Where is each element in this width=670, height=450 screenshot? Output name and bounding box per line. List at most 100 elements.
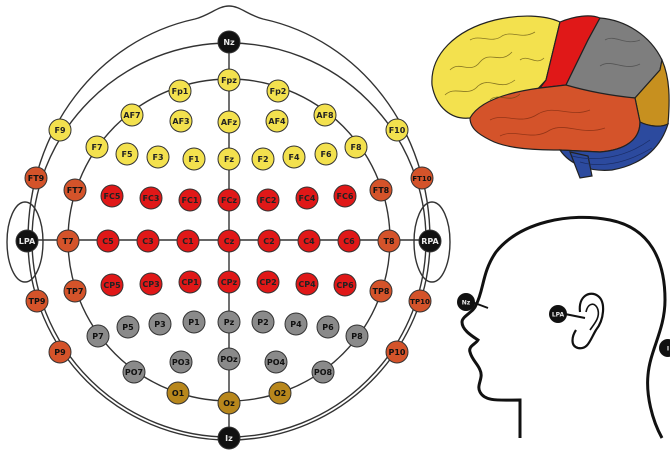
electrode-label: Fpz <box>221 76 237 85</box>
electrode-marker <box>169 109 193 133</box>
electrode-marker <box>24 166 48 190</box>
electrode-marker <box>284 312 308 336</box>
electrode-marker <box>100 184 124 208</box>
electrode-label: C4 <box>303 237 315 246</box>
electrode-label: C1 <box>182 237 194 246</box>
parietal-sulci <box>599 37 641 67</box>
electrode-marker <box>48 118 72 142</box>
electrode-label: Fz <box>224 155 234 164</box>
cerebellum-folia <box>571 139 653 165</box>
electrode-label: FC4 <box>299 194 316 203</box>
side-view-pointers <box>471 301 586 319</box>
electrode-af3: AF3 <box>169 109 193 133</box>
electrode-label: CP3 <box>142 280 159 289</box>
electrode-marker <box>217 68 241 92</box>
electrode-marker <box>369 279 393 303</box>
electrode-c6: C6 <box>337 229 361 253</box>
landmark-label: Nz <box>462 300 471 307</box>
electrode-label: AF4 <box>268 117 286 126</box>
electrode-label: FC2 <box>260 196 277 205</box>
electrode-nz: Nz <box>217 30 241 54</box>
electrode-fz: Fz <box>217 147 241 171</box>
electrode-marker <box>168 79 192 103</box>
electrode-marker <box>146 145 170 169</box>
electrode-marker <box>136 229 160 253</box>
electrode-marker <box>257 229 281 253</box>
electrode-fc6: FC6 <box>333 184 357 208</box>
electrode-fc2: FC2 <box>256 188 280 212</box>
electrode-c2: C2 <box>257 229 281 253</box>
electrode-marker <box>264 350 288 374</box>
brain-sulci <box>444 31 545 101</box>
electrode-label: C5 <box>102 237 114 246</box>
electrode-label: AF8 <box>316 111 334 120</box>
electrode-marker <box>96 229 120 253</box>
electrode-label: F7 <box>91 143 102 152</box>
electrode-ft7: FT7 <box>63 178 87 202</box>
electrode-label: P6 <box>322 323 334 332</box>
electrode-marker <box>377 229 401 253</box>
side-landmark-nz: Nz <box>457 293 475 311</box>
electrode-fc1: FC1 <box>178 188 202 212</box>
electrode-marker <box>25 289 49 313</box>
electrode-ft9: FT9 <box>24 166 48 190</box>
electrode-marker <box>268 381 292 405</box>
electrode-label: F8 <box>350 143 361 152</box>
electrode-cz: Cz <box>217 229 241 253</box>
electrode-marker <box>410 166 434 190</box>
electrode-label: P9 <box>54 348 66 357</box>
ear-outline <box>571 292 605 350</box>
electrode-marker <box>333 184 357 208</box>
electrode-poz: POz <box>217 347 241 371</box>
electrode-fpz: Fpz <box>217 68 241 92</box>
electrode-cp5: CP5 <box>100 273 124 297</box>
electrode-marker <box>251 147 275 171</box>
electrode-label: T7 <box>62 237 73 246</box>
electrode-label: F6 <box>320 150 331 159</box>
electrode-marker <box>217 110 241 134</box>
electrode-marker <box>217 310 241 334</box>
electrode-fc4: FC4 <box>295 186 319 210</box>
electrode-label: CP4 <box>298 280 316 289</box>
electrode-label: Oz <box>223 399 235 408</box>
electrode-tp10: TP10 <box>408 289 432 313</box>
electrode-marker <box>63 279 87 303</box>
electrode-marker <box>166 381 190 405</box>
electrode-marker <box>217 30 241 54</box>
electrode-marker <box>256 270 280 294</box>
temporal-sulci <box>489 109 606 137</box>
electrode-label: P1 <box>188 318 200 327</box>
electrode-fc3: FC3 <box>139 186 163 210</box>
electrode-p10: P10 <box>385 340 409 364</box>
electrode-label: F1 <box>188 155 199 164</box>
electrode-cpz: CPz <box>217 270 241 294</box>
electrode-o2: O2 <box>268 381 292 405</box>
electrode-label: FC5 <box>104 192 121 201</box>
electrode-label: TP8 <box>373 287 390 296</box>
electrode-label: PO4 <box>267 358 286 367</box>
electrode-marker <box>217 270 241 294</box>
electrode-marker <box>48 340 72 364</box>
electrode-p4: P4 <box>284 312 308 336</box>
electrode-marker <box>217 347 241 371</box>
electrode-lpa: LPA <box>15 229 39 253</box>
electrode-label: AF7 <box>123 111 140 120</box>
electrode-marker <box>217 188 241 212</box>
head-side-view <box>460 215 667 439</box>
electrode-marker <box>169 350 193 374</box>
electrode-af8: AF8 <box>313 103 337 127</box>
electrode-label: CP1 <box>181 278 199 287</box>
electrode-f8: F8 <box>344 135 368 159</box>
electrode-f6: F6 <box>314 142 338 166</box>
electrode-label: P3 <box>154 320 165 329</box>
electrode-marker <box>115 142 139 166</box>
electrode-label: Pz <box>224 318 235 327</box>
electrode-p3: P3 <box>148 312 172 336</box>
electrode-label: RPA <box>421 237 439 246</box>
electrode-label: Iz <box>225 434 233 443</box>
electrode-label: AF3 <box>172 117 189 126</box>
electrode-marker <box>345 324 369 348</box>
electrode-label: FT10 <box>412 175 431 183</box>
electrode-fp1: Fp1 <box>168 79 192 103</box>
electrode-marker <box>333 273 357 297</box>
